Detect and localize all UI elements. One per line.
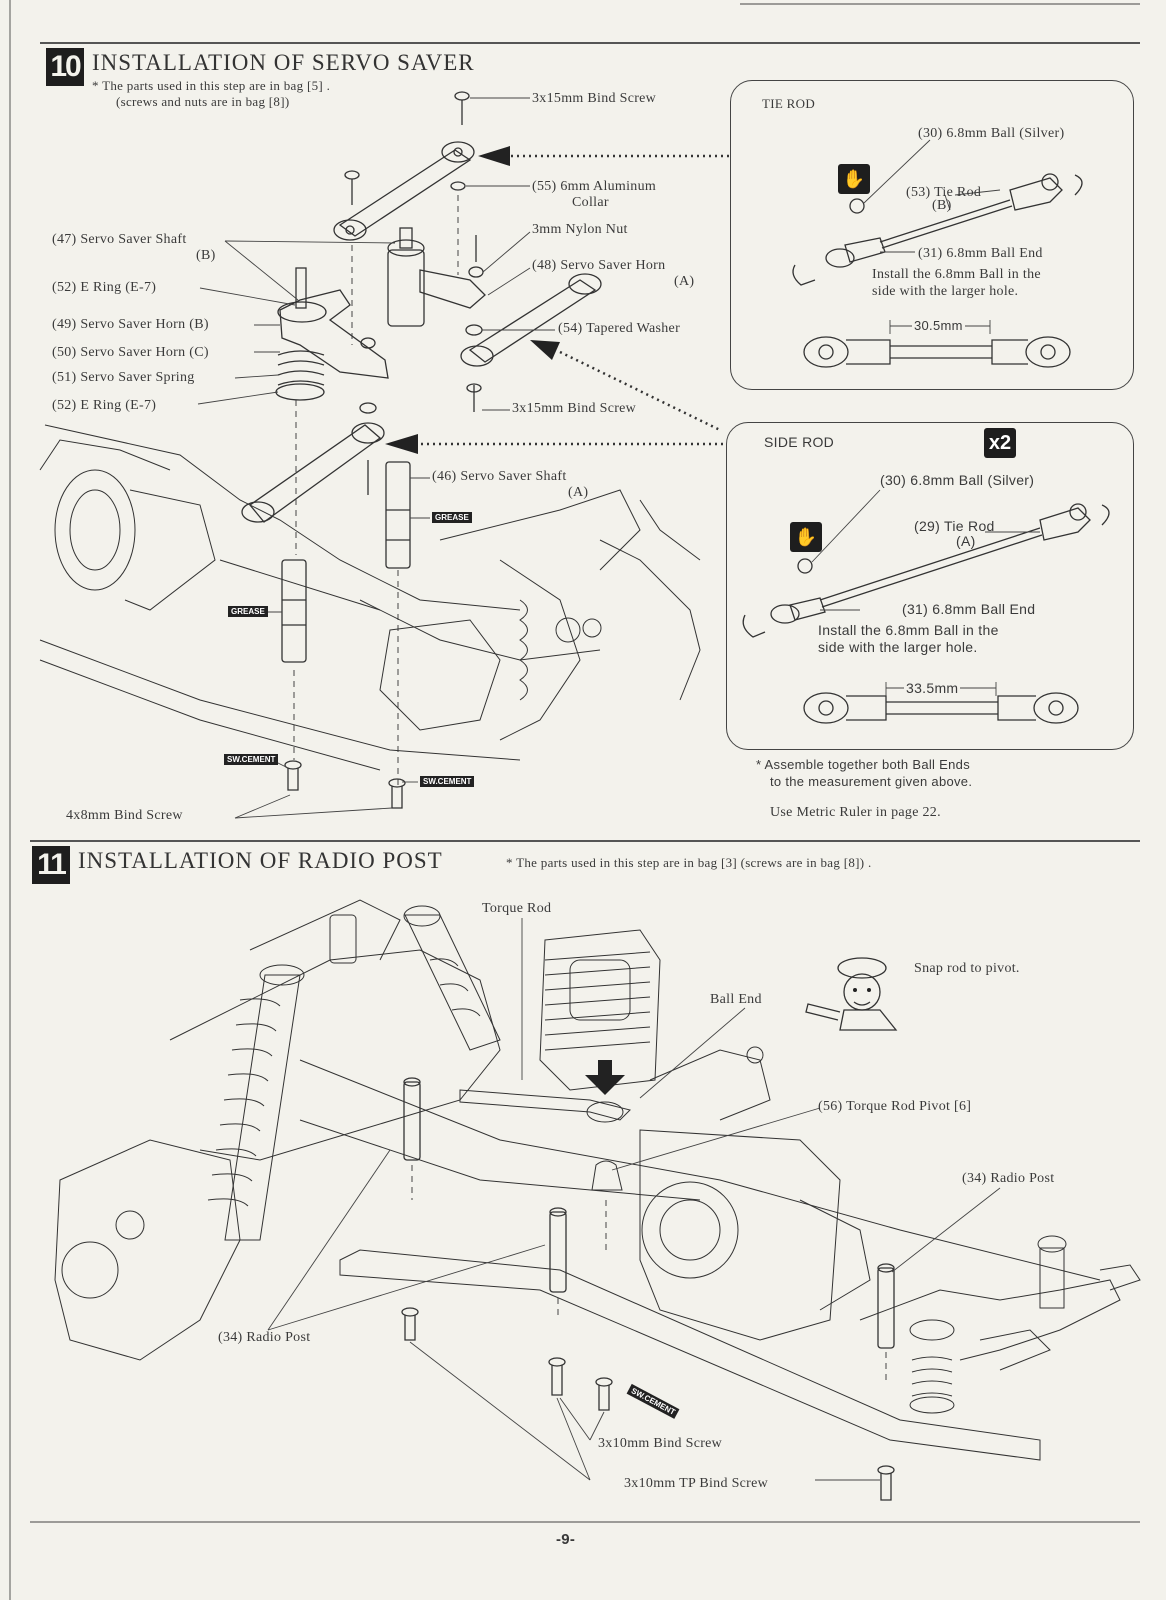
step10-note-line2: (screws and nuts are in bag [8]) [116,94,290,109]
tie-rod-rod-label-2: (B) [932,198,952,213]
assemble-note-1: * Assemble together both Ball Ends [756,757,970,772]
tie-rod-illustration [792,139,1083,368]
label-radio-post-left: (34) Radio Post [218,1330,311,1345]
step10-top-rule [0,42,1166,44]
step11-leader-lines [267,918,1001,1481]
step11-number: 11 [32,846,70,884]
label-snap-rod: Snap rod to pivot. [914,961,1020,976]
grease-tag-lower: GREASE [228,606,268,617]
tie-rod-install-2: side with the larger hole. [872,284,1019,299]
label-bind-screw-bottom: 3x15mm Bind Screw [512,401,637,416]
side-rod-title: SIDE ROD [764,434,835,450]
swcement-tag-right: SW.CEMENT [420,776,475,787]
label-4x8-bind-screw: 4x8mm Bind Screw [66,808,183,823]
swcement-tag-left: SW.CEMENT [224,754,279,765]
side-rod-rod-label-1: (29) Tie Rod [914,518,995,534]
label-servo-saver-horn-c: (50) Servo Saver Horn (C) [52,345,209,360]
tie-rod-ball-label: (30) 6.8mm Ball (Silver) [918,126,1065,141]
tie-rod-title: TIE ROD [762,96,816,111]
side-rod-illustration [742,489,1110,724]
label-torque-rod-pivot: (56) Torque Rod Pivot [6] [818,1099,972,1114]
label-e-ring-top: (52) E Ring (E-7) [52,280,157,295]
label-bind-screw-top: 3x15mm Bind Screw [532,91,657,106]
servo-saver-exploded-view [234,91,602,819]
side-rod-measure: 33.5mm [904,680,961,696]
label-servo-saver-horn-a-1: (48) Servo Saver Horn [532,258,666,273]
label-ball-end: Ball End [710,992,762,1007]
side-rod-ball-end-label: (31) 6.8mm Ball End [902,601,1036,617]
grease-tag-upper: GREASE [432,512,472,523]
tie-rod-panel [730,80,1134,390]
label-servo-saver-shaft-b-2: (B) [196,248,216,263]
step10-number: 10 [46,48,84,86]
label-tapered-washer: (54) Tapered Washer [558,321,681,336]
page-number: -9- [556,1531,576,1548]
label-servo-saver-horn-a-2: (A) [674,274,695,289]
label-servo-saver-shaft-a-2: (A) [568,485,589,500]
ball-hand-icon-tie: ✋ [838,164,870,194]
side-rod-install-1: Install the 6.8mm Ball in the [818,622,999,638]
label-aluminum-collar-1: (55) 6mm Aluminum [532,179,657,194]
label-servo-saver-shaft-b-1: (47) Servo Saver Shaft [52,232,187,247]
side-rod-install-2: side with the larger hole. [818,639,978,655]
step10-leader-lines [197,97,555,783]
ball-hand-icon-side: ✋ [790,522,822,552]
mascot-figure [805,957,898,1031]
label-torque-rod: Torque Rod [482,901,552,916]
tie-rod-ball-end-label: (31) 6.8mm Ball End [918,246,1043,261]
metric-ruler-note: Use Metric Ruler in page 22. [770,805,941,820]
label-aluminum-collar-2: Collar [572,195,609,210]
step10-title: INSTALLATION OF SERVO SAVER [92,50,475,75]
chassis-radio-post-sketch [54,899,1141,1501]
step11-note: * The parts used in this step are in bag… [506,855,872,870]
label-radio-post-right: (34) Radio Post [962,1171,1055,1186]
side-rod-rod-label-2: (A) [956,533,976,549]
label-3x10-tp-bind-screw: 3x10mm TP Bind Screw [624,1476,769,1491]
step10-note-line1: * The parts used in this step are in bag… [92,78,331,93]
label-servo-saver-horn-b: (49) Servo Saver Horn (B) [52,317,209,332]
chassis-front-sketch [39,424,701,771]
tie-rod-measure: 30.5mm [912,318,965,334]
side-rod-ball-label: (30) 6.8mm Ball (Silver) [880,472,1035,488]
tie-rod-rod-label-1: (53) Tie Rod [906,185,982,200]
label-servo-saver-spring: (51) Servo Saver Spring [52,370,195,385]
assemble-note-2: to the measurement given above. [770,774,973,789]
side-rod-qty-badge: x2 [984,428,1016,458]
label-3x10-bind-screw: 3x10mm Bind Screw [598,1436,723,1451]
tie-rod-install-1: Install the 6.8mm Ball in the [872,267,1041,282]
label-e-ring-bottom: (52) E Ring (E-7) [52,398,157,413]
label-servo-saver-shaft-a-1: (46) Servo Saver Shaft [432,469,567,484]
step11-title: INSTALLATION OF RADIO POST [78,848,443,873]
side-rod-panel [726,422,1134,750]
step11-top-rule [30,840,1140,842]
label-nylon-nut: 3mm Nylon Nut [532,222,628,237]
